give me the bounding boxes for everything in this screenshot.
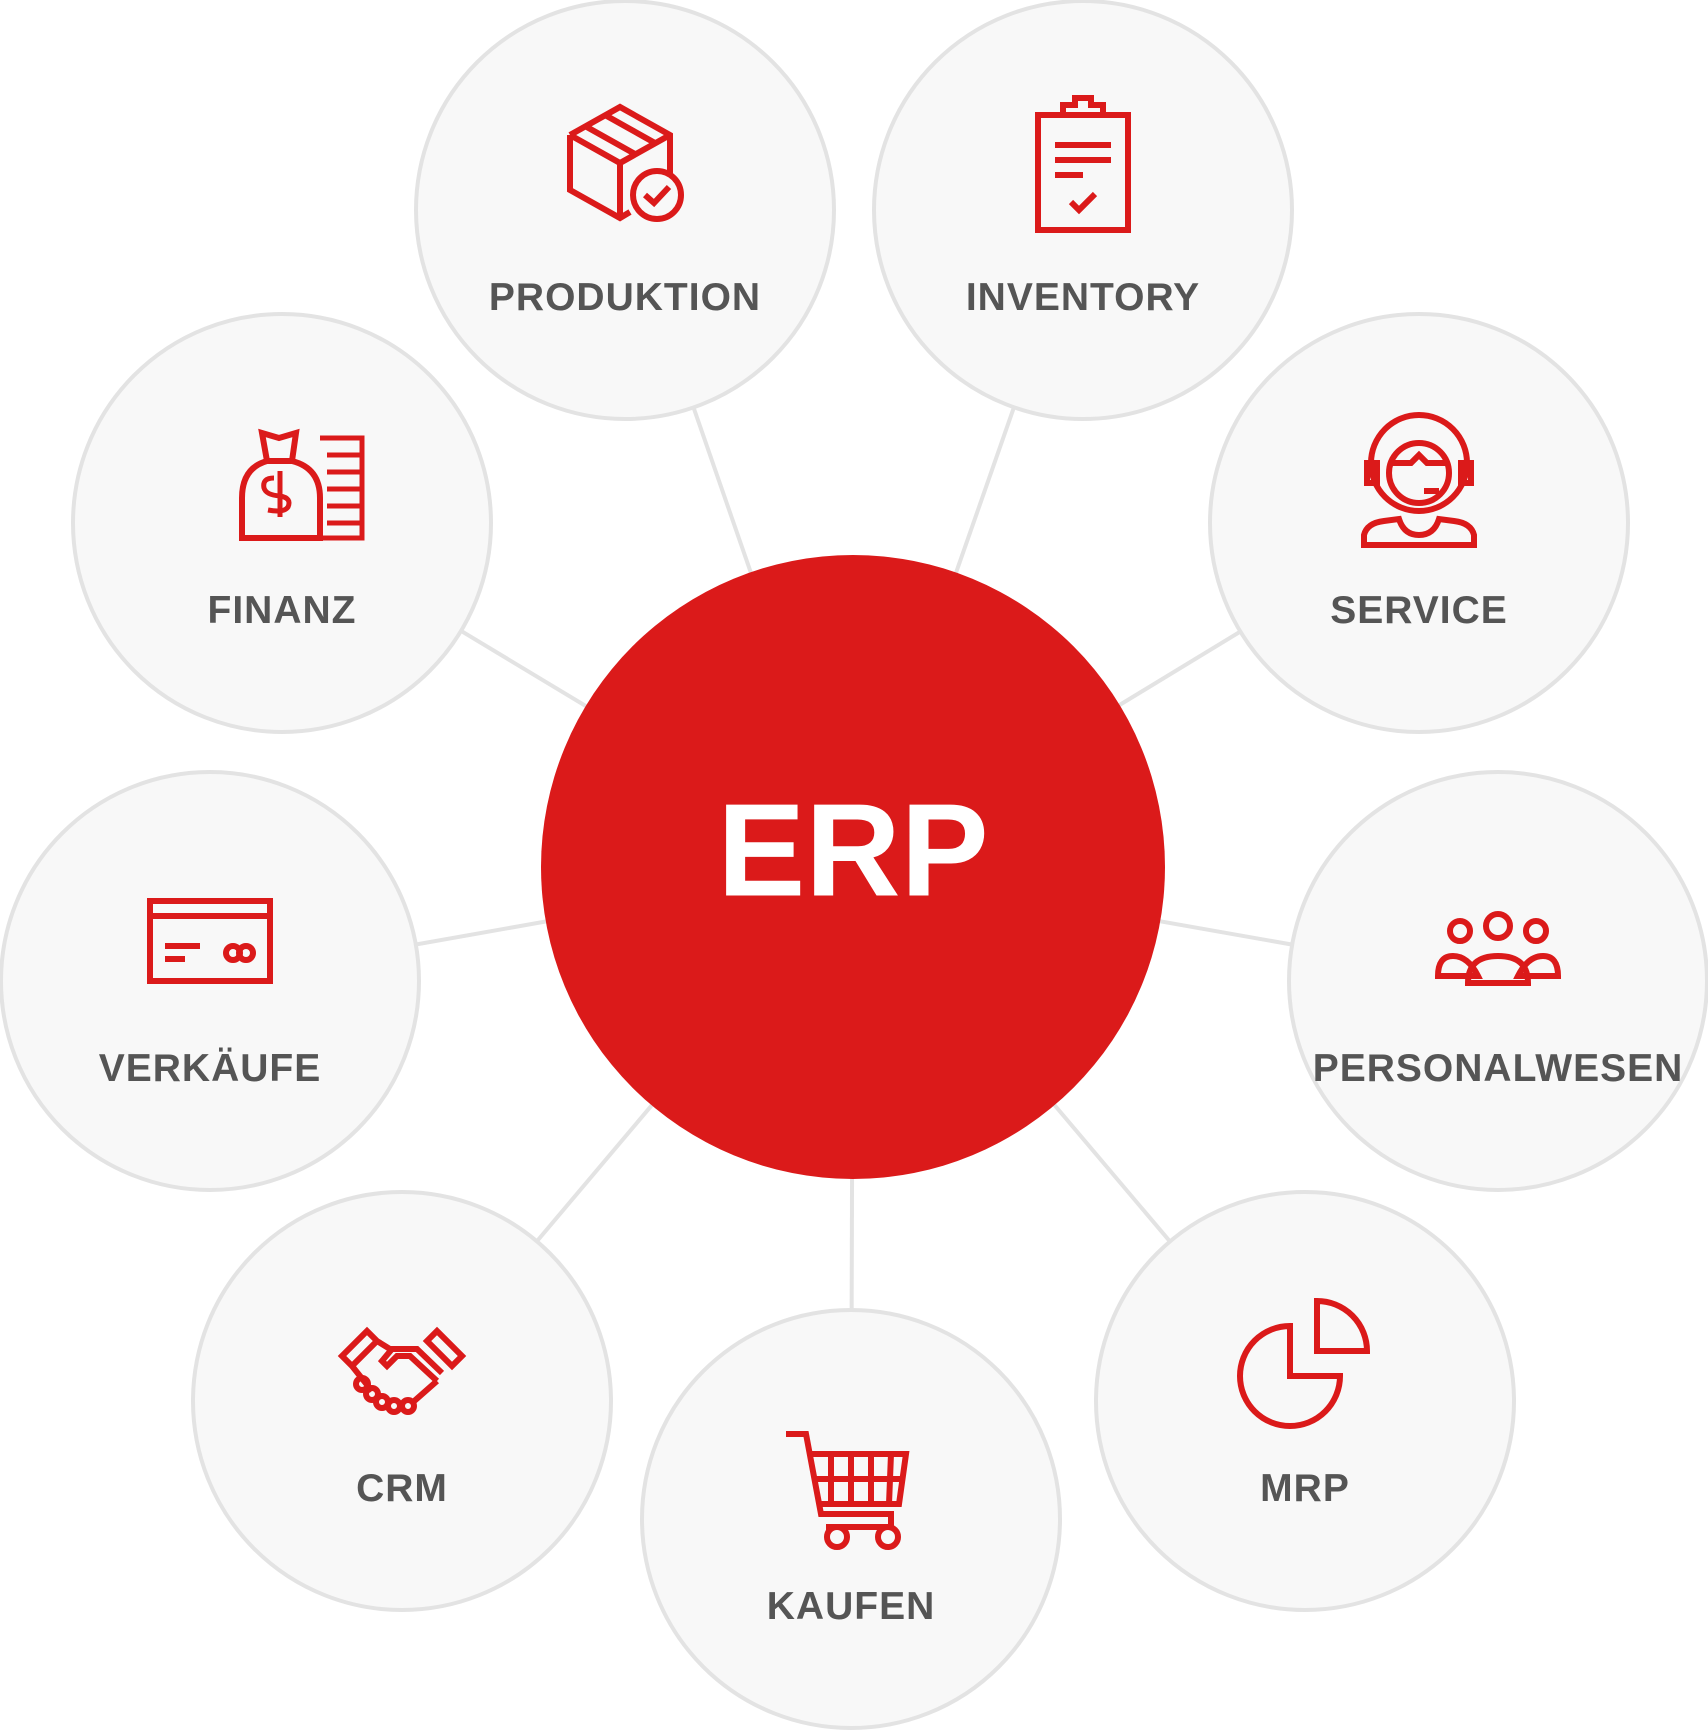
erp-center-circle [541,555,1165,1179]
money-bag-icon [239,428,365,541]
module-label-mrp: MRP [1260,1467,1350,1510]
headset-agent-icon [1361,412,1477,548]
module-label-service: SERVICE [1330,589,1508,632]
module-circle-kaufen [640,1308,1062,1730]
module-label-produktion: PRODUKTION [488,276,762,319]
module-label-finanz: FINANZ [207,589,357,632]
module-label-personalwesen: PERSONALWESEN [1312,1047,1684,1090]
credit-card-icon [147,898,273,984]
clipboard-icon [1035,95,1131,233]
module-circle-finanz [71,312,493,734]
module-label-crm: CRM [356,1467,448,1510]
pie-chart-icon [1237,1297,1371,1429]
module-circle-service [1208,312,1630,734]
team-icon [1434,911,1562,986]
handshake-icon [337,1326,467,1415]
module-circle-mrp [1094,1190,1516,1612]
module-label-verkaeufe: VERKÄUFE [98,1047,322,1090]
module-circle-produktion [414,0,836,421]
shopping-cart-icon [786,1431,910,1550]
erp-center-label: ERP [717,776,989,924]
module-label-kaufen: KAUFEN [766,1585,936,1628]
box-check-icon [567,103,684,222]
module-label-inventory: INVENTORY [965,276,1201,319]
